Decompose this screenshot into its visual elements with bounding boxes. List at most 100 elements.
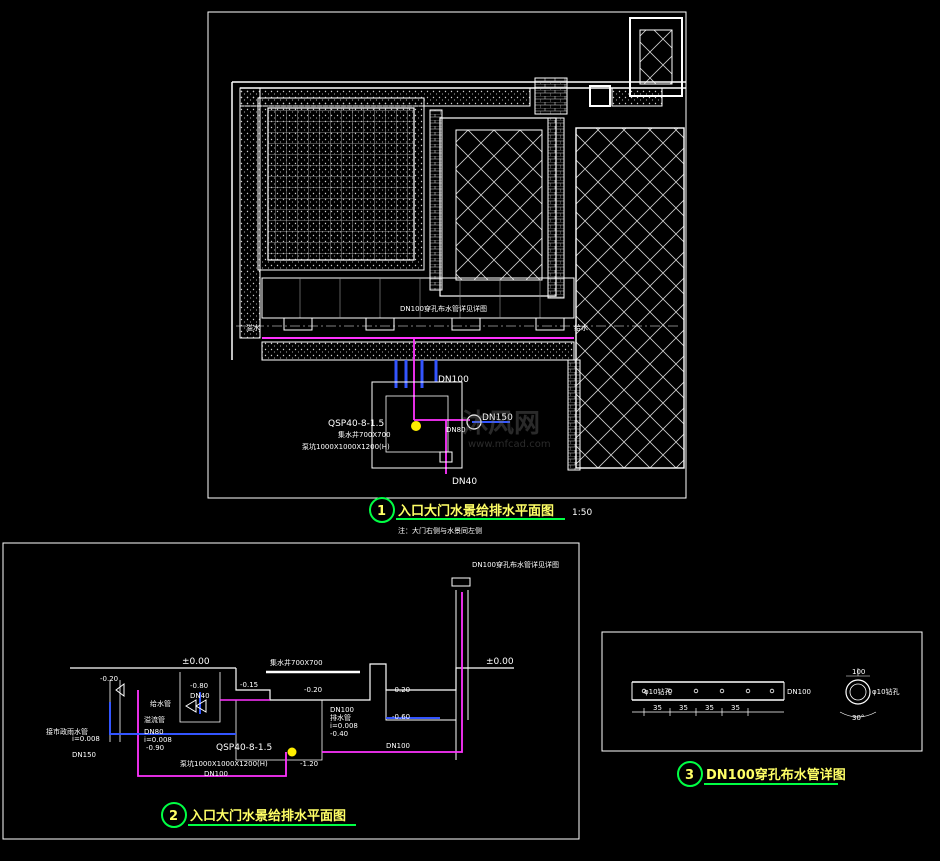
drawing-1-title: 入口大门水景给排水平面图 (398, 503, 554, 519)
pump-symbol-section (287, 747, 297, 757)
drawing-3-number-circle (677, 761, 703, 787)
dim-line (632, 708, 784, 716)
s-label-slope1: i=0.008 (72, 735, 100, 743)
label-pipe-main: DN100穿孔布水管详见详图 (400, 304, 487, 313)
drawing-1-number: 1 (377, 504, 386, 519)
pool-grid (267, 107, 415, 261)
drawing-2-number: 2 (169, 809, 178, 824)
drawing-3-title: DN100穿孔布水管详图 (706, 767, 846, 783)
s-label-e6: -0.60 (392, 713, 410, 721)
gate-pier-left (534, 77, 568, 115)
drain-pipe-section (109, 692, 440, 735)
paving-band (261, 277, 575, 319)
drawing-2-section: DN100穿孔布水管详见详图 ±0.00 ±0.00 集水井700X700 -0… (2, 542, 580, 840)
label-pit-inner: 集水井700X700 (338, 430, 391, 439)
grate-2 (365, 317, 395, 331)
s-label-e7: -0.40 (330, 730, 348, 738)
pipe-ends (631, 682, 785, 700)
manhole-symbol (466, 414, 482, 430)
paving-joints (299, 278, 541, 318)
d-label-pipe: DN100 (787, 688, 811, 696)
d-label-s1: 35 (653, 704, 662, 712)
pump-symbol (411, 421, 421, 431)
d-label-holes: φ10钻孔 (644, 687, 672, 696)
label-left-tag: 溢水 (246, 323, 260, 332)
dia-dim (846, 668, 870, 677)
s-label-grate: 集水井700X700 (270, 658, 323, 667)
hole (745, 688, 751, 694)
drain-risers (394, 360, 438, 388)
drawing-3-number: 3 (685, 768, 694, 783)
s-label-inlet: 给水管 (150, 699, 171, 708)
s-label-sewer: 接市政雨水管 (46, 727, 88, 736)
s-label-overflow: 溢流管 (144, 715, 165, 724)
hole (667, 688, 673, 694)
s-label-ground-left: ±0.00 (182, 657, 210, 667)
s-label-dn150: DN150 (72, 751, 96, 759)
hole (769, 688, 775, 694)
s-label-e1: -0.20 (100, 675, 118, 683)
collection-well (385, 395, 449, 453)
watermark-text: 沐风网 (462, 409, 540, 439)
s-label-e2: -0.80 (190, 682, 208, 690)
paving-strip-v2 (547, 117, 565, 299)
valve-symbol (185, 699, 207, 713)
wall-band-right (611, 87, 663, 107)
pump-pit-section (235, 700, 323, 761)
nozzle-head (451, 577, 471, 587)
corner-tile-hatch (639, 29, 673, 85)
trench-gravel (261, 341, 575, 361)
hole (641, 688, 647, 694)
supply-pipe-section (137, 592, 463, 777)
d-label-dia: 100 (852, 668, 865, 676)
d-label-s4: 35 (731, 704, 740, 712)
s-label-dn100-b: DN100 (386, 742, 410, 750)
angle-arc (839, 711, 877, 718)
hole (719, 688, 725, 694)
drawing-1-number-circle (369, 497, 395, 523)
s-label-e3: -0.15 (240, 681, 258, 689)
grate-3 (451, 317, 481, 331)
left-well (109, 680, 121, 742)
ground-profile (70, 663, 514, 701)
label-dn100: DN100 (438, 375, 469, 385)
label-dn40: DN40 (452, 477, 477, 487)
paving-strip-v3 (567, 359, 581, 471)
gate-pier-right (589, 85, 611, 107)
drawing-2-title: 入口大门水景给排水平面图 (190, 808, 346, 824)
d-label-s3: 35 (705, 704, 714, 712)
s-label-e9: -1.20 (300, 760, 318, 768)
wall-section (455, 590, 469, 760)
s-label-pit: 泵坑1000X1000X1200(H) (180, 759, 268, 768)
s-label-top-pipe: DN100穿孔布水管详见详图 (472, 560, 559, 569)
label-pump: QSP40-8-1.5 (328, 419, 384, 429)
grate-4 (535, 317, 565, 331)
drawing-1-frame (207, 11, 687, 499)
drawing-1-note: 注：大门右侧与水景同左侧 (398, 526, 482, 535)
s-label-e5: -0.20 (392, 686, 410, 694)
lawn-hatch (575, 127, 685, 469)
d-label-hole-r: φ10钻孔 (872, 687, 900, 696)
s-label-slope2: i=0.008 (144, 736, 172, 744)
s-label-drain: 排水管 (330, 713, 351, 722)
check-valve (115, 683, 125, 697)
s-label-dn100-c: DN100 (204, 770, 228, 778)
s-label-e8: -0.90 (146, 744, 164, 752)
label-dn150: DN150 (482, 413, 513, 423)
valve-box (439, 451, 453, 463)
drawing-1-plan: DN100穿孔布水管详见详图 DN100 DN150 DN80 DN40 QSP… (207, 11, 687, 535)
hole (693, 688, 699, 694)
pump-pit (371, 381, 463, 469)
pipe-section-outer (845, 679, 871, 705)
holes (641, 688, 775, 694)
paving-strip-v (429, 109, 443, 291)
planter-hatch (455, 129, 543, 281)
pipe-section-inner (849, 683, 867, 701)
s-label-e4: -0.20 (304, 686, 322, 694)
s-label-dn100-a: DN100 (330, 706, 354, 714)
s-label-dn80: DN80 (144, 728, 164, 736)
s-label-dn40: DN40 (190, 692, 210, 700)
drawing-3-detail: φ10钻孔 DN100 35 35 35 35 100 φ10钻孔 30° 3 … (601, 631, 923, 787)
d-label-s2: 35 (679, 704, 688, 712)
